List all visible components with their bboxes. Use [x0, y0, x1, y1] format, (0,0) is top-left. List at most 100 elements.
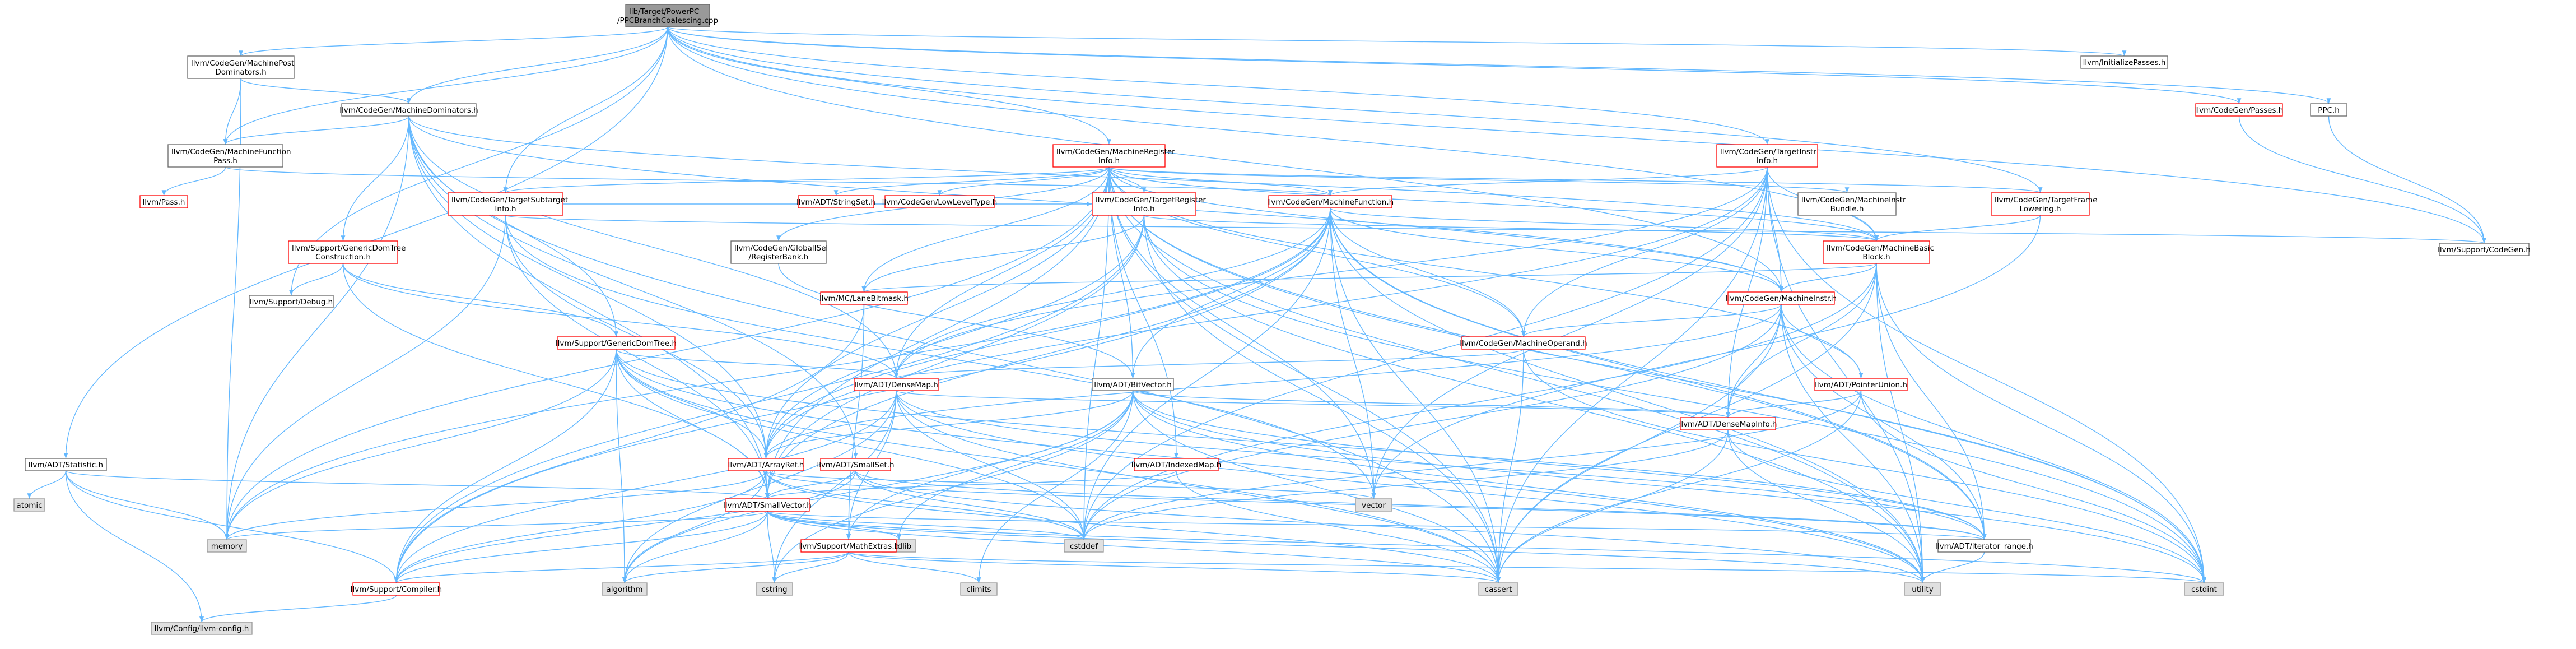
- node-label: PPC.h: [2318, 106, 2340, 115]
- node-passes[interactable]: llvm/CodeGen/Passes.h: [2195, 103, 2284, 117]
- node-lanemask[interactable]: llvm/MC/LaneBitmask.h: [819, 291, 909, 305]
- node-statistic[interactable]: llvm/ADT/Statistic.h: [25, 458, 107, 471]
- node-label-line: cstdint: [2191, 585, 2217, 594]
- edge-arrayref-to-cstddef: [765, 470, 1086, 540]
- edge-mfunc-to-arrayref: [763, 207, 1331, 459]
- node-mathextras[interactable]: llvm/Support/MathExtras.h: [798, 539, 899, 553]
- edge-tii-to-utility: [1767, 166, 1925, 583]
- node-strset[interactable]: llvm/ADT/StringSet.h: [796, 195, 875, 208]
- edge-tii-to-mfunc: [1328, 166, 1768, 196]
- node-cassert[interactable]: cassert: [1478, 582, 1518, 596]
- node-box: [1680, 417, 1776, 430]
- node-cstring[interactable]: cstring: [756, 582, 793, 596]
- edge-treg-to-arrayref: [763, 215, 1145, 459]
- edge-mpostdom-to-mdom: [240, 78, 411, 104]
- node-compiler[interactable]: llvm/Support/Compiler.h: [351, 582, 442, 596]
- node-label-line: llvm/CodeGen/MachineFunction.h: [1267, 198, 1394, 207]
- node-box: [625, 4, 710, 27]
- node-ptrunion[interactable]: llvm/ADT/PointerUnion.h: [1814, 378, 1908, 391]
- edge-mreginfo-to-mfunc: [1108, 166, 1333, 196]
- node-label-line: llvm/ADT/Statistic.h: [29, 461, 103, 470]
- node-label-line: PPC.h: [2318, 106, 2340, 115]
- edge-root-to-tframe: [667, 26, 2043, 193]
- node-box: [2439, 243, 2530, 256]
- node-minstr[interactable]: llvm/CodeGen/MachineInstr.h: [1726, 291, 1837, 305]
- node-memory[interactable]: memory: [207, 539, 247, 553]
- node-label-line: Info.h: [1098, 156, 1120, 165]
- node-box: [728, 458, 804, 471]
- edge-mfunc-to-bitvector: [1130, 207, 1331, 379]
- node-algorithm[interactable]: algorithm: [602, 582, 648, 596]
- edge-ptrunion-to-densemapinfo: [1726, 390, 1862, 418]
- node-arrayref[interactable]: llvm/ADT/ArrayRef.h: [728, 458, 804, 471]
- edge-minstr-to-arrayref: [763, 304, 1782, 459]
- node-label: llvm/Pass.h: [143, 198, 185, 207]
- node-box: [1814, 378, 1908, 391]
- node-label-line: llvm/MC/LaneBitmask.h: [819, 294, 909, 303]
- node-label-line: llvm/CodeGen/MachineDominators.h: [339, 106, 478, 115]
- node-gisel[interactable]: llvm/CodeGen/GlobalISel/RegisterBank.h: [730, 240, 828, 264]
- node-llvmconfig[interactable]: llvm/Config/llvm-config.h: [151, 622, 253, 635]
- edge-minstr-to-utility: [1781, 304, 1925, 583]
- node-box: [820, 458, 891, 471]
- node-bitvector[interactable]: llvm/ADT/BitVector.h: [1092, 378, 1174, 391]
- node-label: llvm/ADT/StringSet.h: [796, 198, 875, 207]
- node-label-line: llvm/Support/CodeGen.h: [2438, 245, 2531, 254]
- edge-densemap-to-cassert: [896, 390, 1501, 583]
- node-moperand[interactable]: llvm/CodeGen/MachineOperand.h: [1460, 336, 1587, 350]
- node-label-line: llvm/CodeGen/MachineInstr.h: [1726, 294, 1837, 303]
- node-debug[interactable]: llvm/Support/Debug.h: [249, 295, 334, 308]
- node-label-line: memory: [211, 542, 243, 551]
- node-indexedmap[interactable]: llvm/ADT/IndexedMap.h: [1131, 458, 1222, 471]
- node-utility[interactable]: utility: [1904, 582, 1941, 596]
- edge-densemap-to-algorithm: [622, 390, 897, 583]
- edge-mreginfo-to-lowlevel: [937, 166, 1110, 196]
- node-label-line: llvm/CodeGen/Passes.h: [2195, 106, 2284, 115]
- node-densemapinfo[interactable]: llvm/ADT/DenseMapInfo.h: [1679, 417, 1777, 430]
- edge-treg-to-compiler: [394, 215, 1145, 583]
- edge-densemap-to-densemapinfo: [896, 390, 1730, 418]
- node-smallvector[interactable]: llvm/ADT/SmallVector.h: [723, 498, 812, 512]
- edge-compiler-to-llvmconfig: [199, 595, 397, 623]
- node-label-line: Bundle.h: [1830, 205, 1864, 214]
- edge-mfpass-to-pass: [161, 166, 226, 196]
- node-gdt[interactable]: llvm/Support/GenericDomTree.h: [556, 336, 677, 350]
- node-ppc[interactable]: PPC.h: [2310, 103, 2347, 117]
- node-label-line: Pass.h: [213, 156, 237, 165]
- node-atomic[interactable]: atomic: [13, 498, 45, 512]
- edge-tsubtarget-to-cgen: [505, 215, 2486, 244]
- node-box: [2080, 55, 2168, 69]
- node-cstdint[interactable]: cstdint: [2184, 582, 2224, 596]
- node-pass[interactable]: llvm/Pass.h: [139, 195, 188, 208]
- node-smallset[interactable]: llvm/ADT/SmallSet.h: [817, 458, 895, 471]
- edge-mfunc-to-vector: [1330, 207, 1376, 499]
- edge-statistic-to-llvmconfig: [65, 470, 204, 623]
- node-cgen[interactable]: llvm/Support/CodeGen.h: [2438, 243, 2531, 256]
- node-iterrange[interactable]: llvm/ADT/iterator_range.h: [1935, 539, 2033, 553]
- node-lowlevel[interactable]: llvm/CodeGen/LowLevelType.h: [882, 195, 998, 208]
- node-root[interactable]: lib/Target/PowerPC/PPCBranchCoalescing.c…: [617, 4, 718, 27]
- edge-iterrange-to-utility: [1920, 551, 1985, 583]
- node-initpasses[interactable]: llvm/InitializePasses.h: [2080, 55, 2168, 69]
- node-densemap[interactable]: llvm/ADT/DenseMap.h: [854, 378, 939, 391]
- edge-mdom-to-arrayref: [408, 115, 768, 459]
- node-mfunc[interactable]: llvm/CodeGen/MachineFunction.h: [1267, 195, 1394, 208]
- edge-gdtc-to-gdt: [342, 263, 618, 337]
- node-box: [884, 195, 995, 208]
- node-vector[interactable]: vector: [1355, 498, 1392, 512]
- node-climits[interactable]: climits: [960, 582, 998, 596]
- node-cstddef[interactable]: cstddef: [1064, 539, 1104, 553]
- node-mdom[interactable]: llvm/CodeGen/MachineDominators.h: [339, 103, 478, 117]
